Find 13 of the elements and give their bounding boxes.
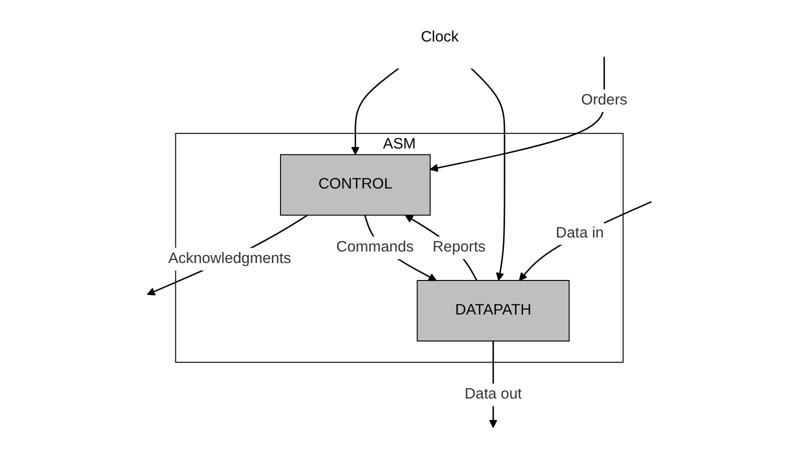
arrow bbox=[519, 201, 652, 281]
node-box: CONTROL bbox=[280, 154, 431, 216]
node-text: Clock bbox=[420, 29, 459, 46]
arrow bbox=[147, 214, 308, 296]
edge-label: Orders bbox=[581, 92, 628, 108]
arrow bbox=[470, 68, 506, 281]
arrow bbox=[351, 68, 400, 156]
arrow bbox=[430, 56, 606, 172]
edge-label: Commands bbox=[336, 239, 414, 256]
node-box: DATAPATH bbox=[416, 280, 570, 342]
edge-label: Reports bbox=[432, 239, 486, 256]
edge-label: Data out bbox=[464, 386, 522, 403]
edge-label: Data in bbox=[556, 224, 604, 242]
